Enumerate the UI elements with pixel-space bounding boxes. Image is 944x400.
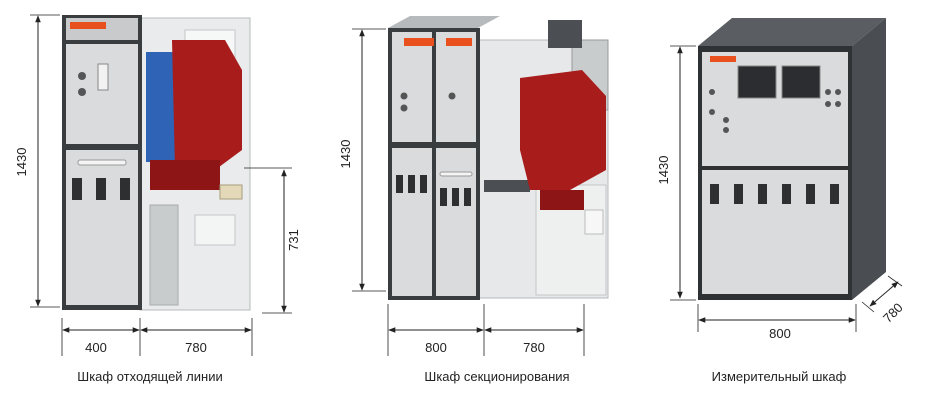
depth-label: 780 bbox=[523, 340, 545, 355]
brand-logo bbox=[70, 22, 106, 29]
lower-panel bbox=[702, 170, 848, 294]
sectioning-cabinet: 1430 800 780 bbox=[338, 16, 609, 356]
caption-metering: Измерительный шкаф bbox=[711, 369, 847, 384]
brand-logo bbox=[404, 38, 434, 46]
lower-door-right bbox=[436, 148, 476, 296]
meter-window-left bbox=[737, 65, 777, 99]
width-label: 800 bbox=[769, 326, 791, 341]
width-label: 800 bbox=[425, 340, 447, 355]
caption-sectioning: Шкаф секционирования bbox=[424, 369, 570, 384]
depth-dimension-line bbox=[869, 281, 899, 307]
busbar bbox=[484, 180, 530, 192]
width-label: 400 bbox=[85, 340, 107, 355]
height-label: 1430 bbox=[656, 156, 671, 185]
upper-door-left bbox=[392, 32, 432, 142]
breaker bbox=[172, 40, 242, 170]
caption-outgoing-line: Шкаф отходящей линии bbox=[77, 369, 223, 384]
depth-label: 780 bbox=[880, 300, 906, 326]
breaker bbox=[520, 70, 606, 190]
depth-label: 780 bbox=[185, 340, 207, 355]
brand-logo bbox=[710, 56, 736, 62]
upper-door-right bbox=[436, 32, 476, 142]
upper-door bbox=[66, 44, 138, 144]
metering-cabinet: 1430 800 780 bbox=[656, 18, 906, 341]
meter-window-right bbox=[781, 65, 821, 99]
outgoing-line-cabinet: 1430 731 400 780 bbox=[14, 14, 301, 356]
lower-door-left bbox=[392, 148, 432, 296]
height-label: 1430 bbox=[14, 148, 29, 177]
mid-height-label: 731 bbox=[286, 229, 301, 251]
lower-door bbox=[66, 150, 138, 305]
height-label: 1430 bbox=[338, 140, 353, 169]
